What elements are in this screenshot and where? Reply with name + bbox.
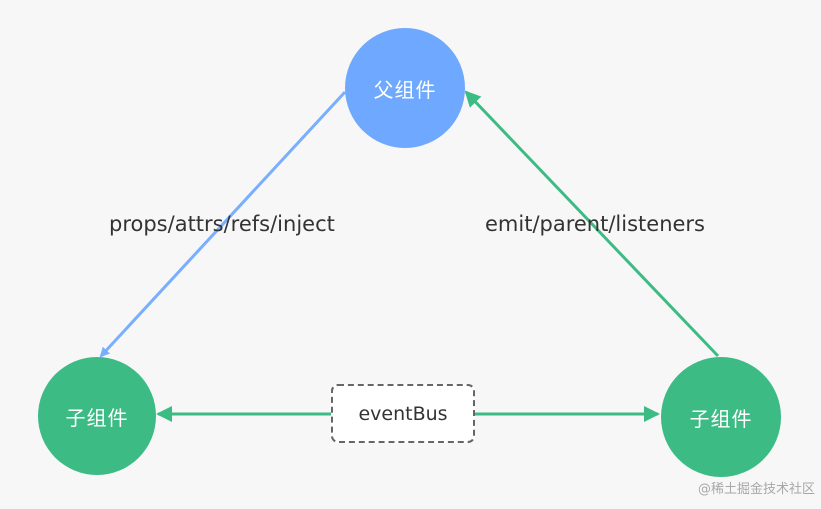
eventbus-label: eventBus [358,402,448,425]
left-child-component-node: 子组件 [38,357,156,475]
right-child-component-node: 子组件 [661,357,781,477]
right-child-component-label: 子组件 [689,406,753,431]
parent-component-node: 父组件 [345,28,465,148]
down-left-edge-label: props/attrs/refs/inject [109,212,335,236]
arrow-right-child-to-parent [464,90,720,358]
watermark: @稀土掘金技术社区 [697,482,815,497]
eventbus-box: eventBus [331,384,475,443]
parent-component-label: 父组件 [373,77,437,102]
up-right-edge-label: emit/parent/listeners [485,212,705,236]
arrow-parent-to-left-child [99,90,347,358]
left-child-component-label: 子组件 [65,405,129,430]
